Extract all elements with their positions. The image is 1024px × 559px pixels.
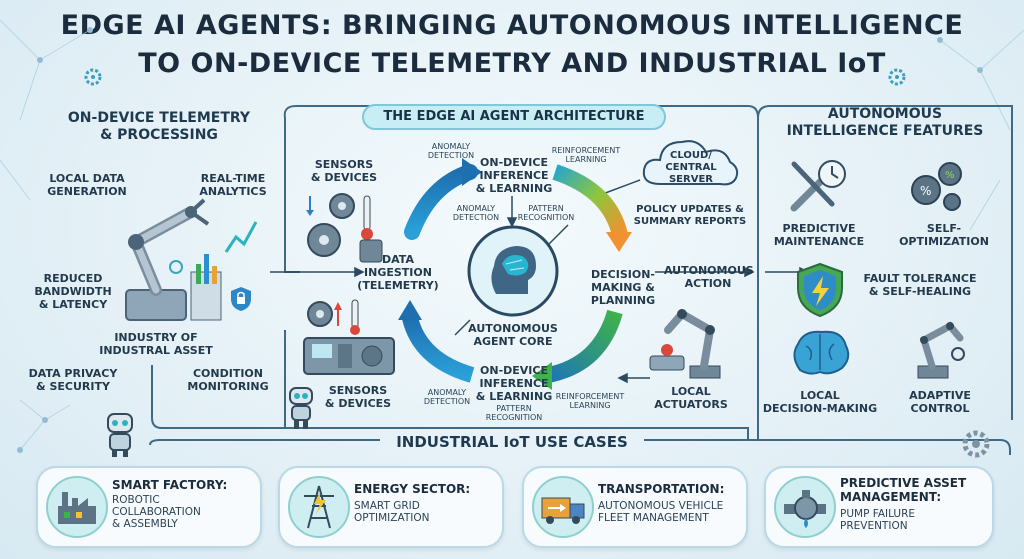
use-case-title: PREDICTIVE ASSET (840, 476, 967, 490)
use-case-card-smart-factory[interactable]: SMART FACTORY: ROBOTIC COLLABORATION & A… (36, 466, 262, 548)
truck-icon (532, 476, 594, 538)
page-title-line2: TO ON-DEVICE TELEMETRY AND INDUSTRIAL Io… (138, 48, 886, 79)
use-case-card-transportation[interactable]: TRANSPORTATION: AUTONOMOUS VEHICLE FLEET… (522, 466, 748, 548)
right-heading-line2: INTELLIGENCE FEATURES (786, 123, 984, 139)
use-case-card-energy[interactable]: ENERGY SECTOR: SMART GRID OPTIMIZATION (278, 466, 504, 548)
use-case-sub2: PREVENTION (840, 520, 908, 532)
use-case-title: TRANSPORTATION: (598, 482, 725, 496)
power-tower-icon (288, 476, 350, 538)
policy-updates-label: POLICY UPDATES &SUMMARY REPORTS (633, 204, 747, 227)
use-cases-heading: INDUSTRIAL IoT USE CASES (396, 433, 628, 451)
pattern-bottom-label: PATTERN RECOGNITION (485, 404, 543, 422)
anomaly-bottom-label: ANOMALY DETECTION (423, 388, 471, 406)
pattern-top-label: PATTERN RECOGNITION (517, 204, 575, 222)
use-case-sub1: ROBOTIC (112, 494, 160, 506)
anomaly-mid-label: ANOMALY DETECTION (452, 204, 500, 222)
use-case-sub2: COLLABORATION (112, 506, 201, 518)
use-case-title: SMART FACTORY: (112, 478, 228, 492)
brain-decision-icon (793, 330, 850, 375)
gear-icon (306, 193, 383, 263)
use-case-sub2: FLEET MANAGEMENT (598, 512, 709, 524)
self-optimization-label: SELF-OPTIMIZATION (899, 222, 989, 248)
decision-label: DECISION-MAKING &PLANNING (590, 268, 656, 307)
use-case-sub3: & ASSEMBLY (112, 518, 178, 530)
sensors-top-label: SENSORS& DEVICES (310, 158, 378, 184)
adaptive-control-arm-icon (917, 321, 965, 379)
anomaly-top-label: ANOMALY DETECTION (427, 142, 475, 160)
fault-tolerance-label: FAULT TOLERANCE& SELF-HEALING (863, 272, 977, 298)
lightning-shield-icon (797, 262, 843, 318)
small-gear-icon-right (888, 68, 906, 86)
use-cases-heading-bg (380, 432, 644, 456)
cloud-icon (642, 140, 739, 186)
page-title-line1: EDGE AI AGENTS: BRINGING AUTONOMOUS INTE… (60, 10, 964, 41)
svg-text:%: % (945, 170, 955, 181)
sensors-machine-icon (303, 299, 395, 375)
factory-icon (46, 476, 108, 538)
data-privacy-label: DATA PRIVACY& SECURITY (28, 367, 118, 393)
sensors-bottom-label: SENSORS& DEVICES (324, 384, 392, 410)
arrow-ingestion-to-inference (404, 164, 478, 240)
right-heading: AUTONOMOUS INTELLIGENCE FEATURES (770, 106, 1000, 140)
reinforcement-top-label: REINFORCEMENT LEARNING (551, 146, 621, 164)
use-case-title2: MANAGEMENT: (840, 490, 942, 504)
large-gear-icon (962, 430, 990, 458)
shield-lock-icon (231, 287, 251, 311)
pump-icon (774, 476, 836, 538)
use-case-card-predictive-asset[interactable]: PREDICTIVE ASSET MANAGEMENT: PUMP FAILUR… (764, 466, 994, 548)
small-gear-icon (84, 68, 102, 86)
wrench-icon (790, 160, 846, 212)
use-case-sub1: PUMP FAILURE (840, 508, 916, 520)
left-heading-line1: ON-DEVICE TELEMETRY (67, 110, 251, 126)
use-case-sub1: AUTONOMOUS VEHICLE (598, 500, 724, 512)
use-case-sub1: SMART GRID (354, 500, 420, 512)
brain-icon (467, 225, 559, 317)
left-heading-line2: & PROCESSING (100, 127, 218, 143)
svg-text:%: % (920, 184, 931, 198)
mini-robot-icon (107, 413, 133, 457)
self-optimization-gears-icon: % % (911, 162, 962, 211)
use-case-sub2: OPTIMIZATION (354, 512, 430, 524)
mini-robot-icon-center (289, 387, 313, 429)
use-case-title: ENERGY SECTOR: (354, 482, 471, 496)
architecture-heading: THE EDGE AI AGENT ARCHITECTURE (362, 104, 666, 130)
robot-arm-icon (125, 198, 258, 321)
left-heading: ON-DEVICE TELEMETRY & PROCESSING (54, 110, 264, 144)
reinforcement-bottom-label: REINFORCEMENT LEARNING (555, 392, 625, 410)
right-heading-line1: AUTONOMOUS (827, 106, 943, 122)
actuator-arm-icon (649, 308, 721, 379)
